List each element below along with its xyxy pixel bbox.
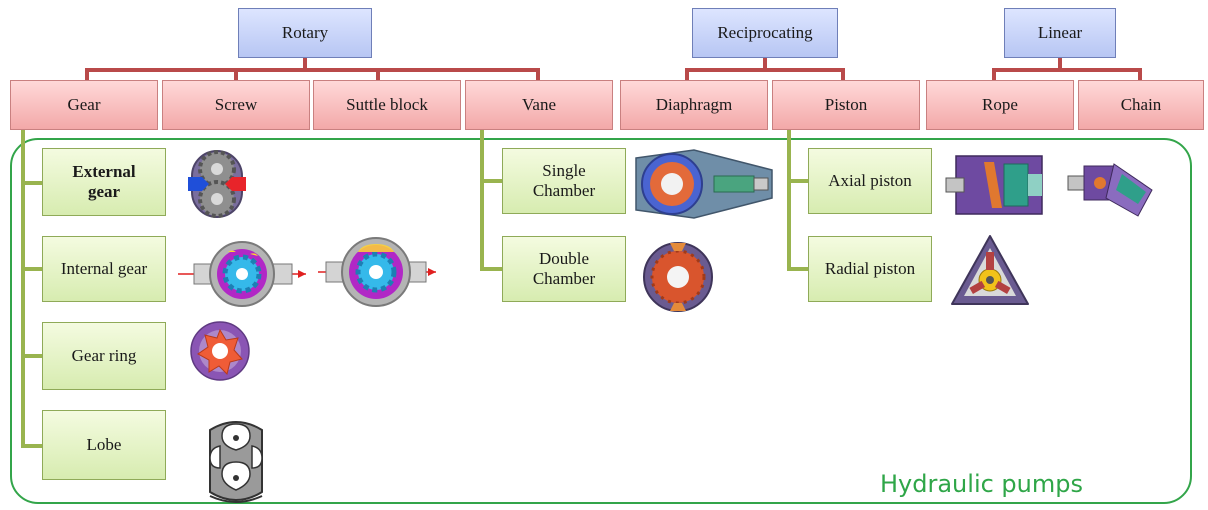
double-chamber-vane-pump-illustration: [643, 242, 713, 312]
subtype-external-gear: External gear: [42, 148, 166, 216]
connector: [763, 58, 767, 70]
type-diaphragm: Diaphragm: [620, 80, 768, 130]
category-linear: Linear: [1004, 8, 1116, 58]
type-piston: Piston: [772, 80, 920, 130]
type-vane: Vane: [465, 80, 613, 130]
axial-piston-pump-illustration: [945, 155, 1043, 215]
connector: [21, 181, 43, 185]
subtype-gear-ring: Gear ring: [42, 322, 166, 390]
gear-ring-pump-illustration: [190, 321, 250, 381]
single-chamber-vane-pump-illustration: [635, 149, 773, 219]
type-gear: Gear: [10, 80, 158, 130]
subtype-axial-piston: Axial piston: [808, 148, 932, 214]
type-suttle-block: Suttle block: [313, 80, 461, 130]
connector: [21, 130, 25, 448]
type-screw: Screw: [162, 80, 310, 130]
connector: [1138, 68, 1142, 80]
connector: [685, 68, 689, 80]
subtype-single-chamber: Single Chamber: [502, 148, 626, 214]
connector: [992, 68, 1142, 72]
connector: [21, 444, 43, 448]
connector: [685, 68, 845, 72]
connector: [480, 130, 484, 271]
internal-gear-pump-illustration: [178, 241, 306, 307]
category-reciprocating: Reciprocating: [692, 8, 838, 58]
connector: [85, 68, 89, 80]
connector: [480, 179, 502, 183]
connector: [480, 267, 502, 271]
connector: [787, 130, 791, 271]
type-chain: Chain: [1078, 80, 1204, 130]
connector: [536, 68, 540, 80]
hydraulic-pumps-frame: [10, 138, 1192, 504]
bent-axis-piston-pump-illustration: [1067, 163, 1153, 217]
connector: [21, 354, 43, 358]
connector: [841, 68, 845, 80]
connector: [21, 267, 43, 271]
external-gear-pump-illustration: [188, 150, 246, 218]
subtype-double-chamber: Double Chamber: [502, 236, 626, 302]
radial-piston-pump-illustration: [951, 235, 1029, 305]
subtype-internal-gear: Internal gear: [42, 236, 166, 302]
subtype-radial-piston: Radial piston: [808, 236, 932, 302]
internal-gear-pump-illustration-2: [318, 237, 436, 307]
connector: [787, 267, 809, 271]
subtype-lobe: Lobe: [42, 410, 166, 480]
connector: [303, 58, 307, 70]
connector: [234, 68, 238, 80]
connector: [376, 68, 380, 80]
connector: [787, 179, 809, 183]
category-rotary: Rotary: [238, 8, 372, 58]
diagram-caption: Hydraulic pumps: [880, 470, 1083, 498]
connector: [992, 68, 996, 80]
type-rope: Rope: [926, 80, 1074, 130]
lobe-pump-illustration: [209, 421, 263, 503]
connector: [85, 68, 540, 72]
connector: [1058, 58, 1062, 70]
